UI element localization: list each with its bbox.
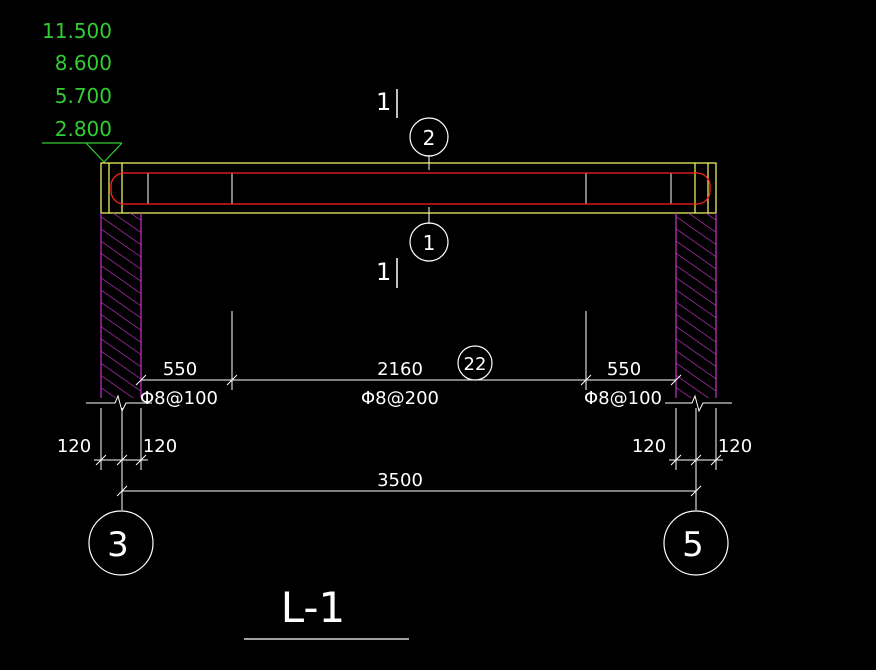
- dimension-left-wall-outer: 120: [57, 436, 91, 457]
- elevation-label: 5.700: [55, 84, 112, 108]
- right-wall: [675, 213, 717, 398]
- beam-stirrups: [147, 173, 672, 204]
- drawing-title: L-1: [281, 583, 346, 632]
- axis-bubble-right: 5: [663, 510, 729, 576]
- reference-bubble-label: 1: [423, 231, 436, 255]
- elevation-label: 8.600: [55, 51, 112, 75]
- break-lines: [86, 394, 732, 413]
- elevation-marker: [42, 142, 123, 163]
- dimension-left-dense: 550: [163, 359, 197, 380]
- axis-bubble-left: 3: [88, 510, 154, 576]
- dimension-middle: 2160: [377, 359, 423, 380]
- elevation-label: 2.800: [55, 117, 112, 141]
- dimension-right-dense: 550: [607, 359, 641, 380]
- dimension-left-wall-inner: 120: [143, 436, 177, 457]
- drawing-title-block: L-1: [244, 583, 409, 640]
- section-cut-top: 1: [376, 88, 398, 118]
- rebar-tag: 22: [457, 345, 493, 381]
- dimension-total-span: 3500: [377, 470, 423, 491]
- beam-outline: [100, 162, 717, 214]
- section-mark-label: 1: [376, 88, 391, 116]
- total-span-dimension: [116, 485, 702, 510]
- dimension-right-wall-outer: 120: [718, 436, 752, 457]
- reference-bubble-label: 2: [423, 126, 436, 150]
- left-wall: [100, 213, 142, 398]
- longitudinal-rebar: [110, 172, 711, 205]
- stirrup-spec-right: Φ8@100: [584, 388, 662, 409]
- section-mark-label: 1: [376, 258, 391, 286]
- stirrup-spec-middle: Φ8@200: [361, 388, 439, 409]
- section-cut-bottom: 1: [376, 258, 398, 288]
- axis-bubble-label: 5: [682, 525, 704, 565]
- elevation-labels: 11.500 8.600 5.700 2.800: [42, 19, 112, 141]
- reference-bubble-top: 2: [409, 117, 449, 170]
- rebar-tag-label: 22: [464, 354, 487, 375]
- wall-thickness-labels: 120 120 120 120: [57, 436, 752, 457]
- axis-bubble-label: 3: [107, 525, 129, 565]
- elevation-label: 11.500: [42, 19, 112, 43]
- dimension-right-wall-inner: 120: [632, 436, 666, 457]
- stirrup-zone-dimension: [135, 311, 682, 390]
- wall-thickness-dimensions: [94, 408, 723, 495]
- reference-bubble-bottom: 1: [409, 207, 449, 262]
- stirrup-spec-left: Φ8@100: [140, 388, 218, 409]
- stirrup-zone-labels: 550 2160 550 Φ8@100 Φ8@200 Φ8@100: [140, 359, 662, 409]
